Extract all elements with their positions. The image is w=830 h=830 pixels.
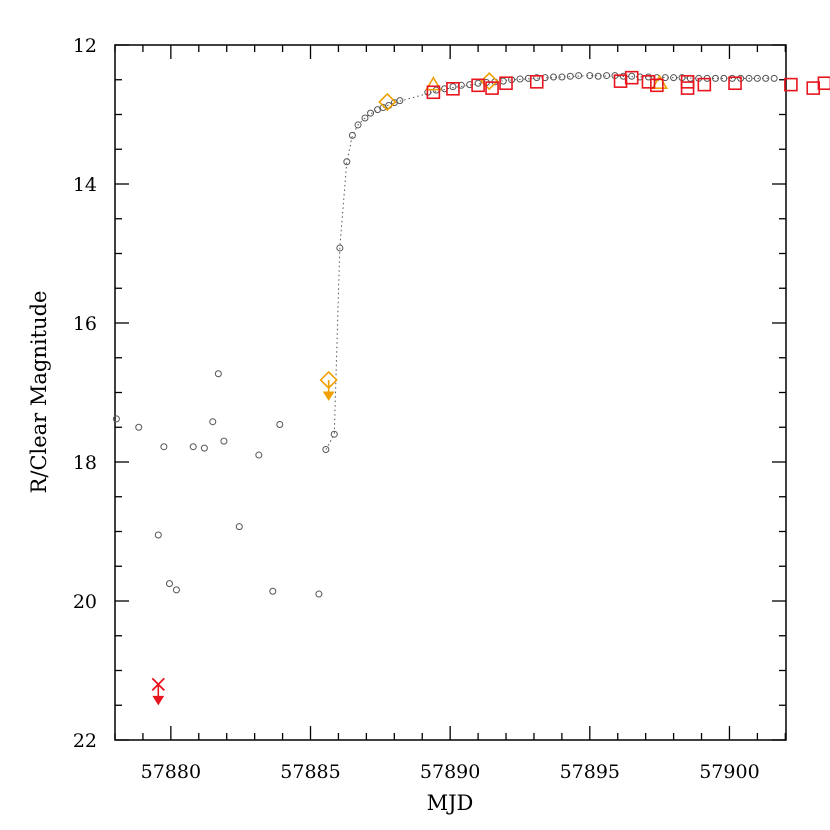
y-tick-label: 18 — [73, 452, 97, 474]
circle-point — [516, 75, 524, 83]
circle-point — [449, 83, 457, 91]
x-tick-label: 57885 — [280, 761, 340, 783]
circle-point — [558, 73, 566, 81]
diamond-point — [480, 72, 499, 91]
circle-point — [644, 73, 652, 81]
x-axis-label: MJD — [427, 791, 474, 815]
upper-limit-arrow-head — [152, 695, 165, 706]
upper-limit-arrow-head — [322, 391, 335, 401]
circle-point — [276, 420, 284, 428]
circle-point — [594, 72, 602, 80]
triangle-point — [425, 76, 442, 91]
circle-point — [474, 79, 482, 87]
x-tick-labels: 578805788557890578955790057905 — [141, 761, 760, 783]
circle-point — [603, 72, 611, 80]
square-point — [613, 74, 628, 88]
circle-point — [354, 121, 362, 129]
circle-point — [770, 74, 778, 82]
circle-point — [235, 523, 243, 531]
y-tick-label: 22 — [73, 730, 97, 752]
circle-point — [361, 114, 369, 122]
square-point — [426, 85, 441, 100]
circle-point — [336, 244, 344, 252]
circle-point — [711, 74, 719, 82]
circle-point — [367, 109, 375, 117]
circle-point — [396, 97, 404, 105]
circle-point — [269, 587, 277, 595]
circle-point — [745, 74, 753, 82]
axis-ticks — [114, 44, 786, 741]
circle-point — [154, 531, 162, 539]
circle-point — [343, 158, 351, 166]
circle-point — [322, 445, 330, 453]
square-point — [529, 75, 544, 89]
y-tick-label: 14 — [73, 174, 97, 196]
square-point — [728, 76, 742, 91]
x-tick-label: 57880 — [141, 761, 201, 783]
circle-point — [499, 77, 507, 85]
x-tick-label: 57900 — [699, 761, 759, 783]
circle-point — [550, 73, 558, 81]
circle-point — [214, 370, 222, 378]
circle-point — [720, 74, 728, 82]
y-tick-label: 16 — [73, 313, 97, 335]
x-tick-label: 57890 — [420, 761, 480, 783]
square-point — [624, 70, 639, 85]
circle-point — [172, 586, 180, 594]
square-point — [784, 77, 798, 92]
circle-point — [189, 443, 197, 451]
square-point — [680, 81, 695, 95]
square-point — [806, 81, 821, 95]
square-point — [697, 77, 712, 92]
circle-point — [255, 451, 263, 459]
circle-point — [628, 72, 636, 80]
plot-frame — [114, 44, 787, 741]
square-point — [471, 78, 485, 93]
circle-point — [330, 430, 338, 438]
circle-point — [533, 74, 541, 82]
circle-point — [220, 437, 228, 445]
circle-point — [209, 418, 217, 426]
circle-point — [670, 74, 678, 82]
circle-point — [160, 443, 168, 451]
square-point — [650, 78, 664, 93]
circle-point — [135, 423, 143, 431]
circle-point — [348, 131, 356, 139]
y-tick-label: 20 — [73, 591, 97, 613]
circle-point — [728, 74, 736, 82]
square-point — [499, 76, 513, 91]
circle-point — [112, 415, 120, 423]
square-point — [485, 81, 499, 95]
square-point — [446, 81, 460, 96]
circle-point — [566, 72, 574, 80]
diamond-point — [378, 92, 397, 112]
circle-point — [586, 72, 594, 80]
circle-point — [753, 74, 761, 82]
y-axis-label: R/Clear Magnitude — [27, 291, 51, 494]
x-tick-label: 57895 — [560, 761, 620, 783]
circle-point — [200, 444, 208, 452]
circle-point — [661, 74, 669, 82]
circle-point — [575, 72, 583, 80]
circle-point — [762, 74, 770, 82]
circle-point — [165, 580, 173, 588]
model-curve — [325, 75, 772, 450]
square-point — [817, 76, 830, 91]
circle-point — [315, 590, 323, 598]
model-curve-line — [325, 75, 772, 450]
square-point — [641, 75, 656, 89]
y-tick-labels: 12 14 16 18 20 22 — [73, 35, 97, 752]
y-tick-label: 12 — [73, 35, 97, 57]
data-points — [112, 70, 830, 706]
